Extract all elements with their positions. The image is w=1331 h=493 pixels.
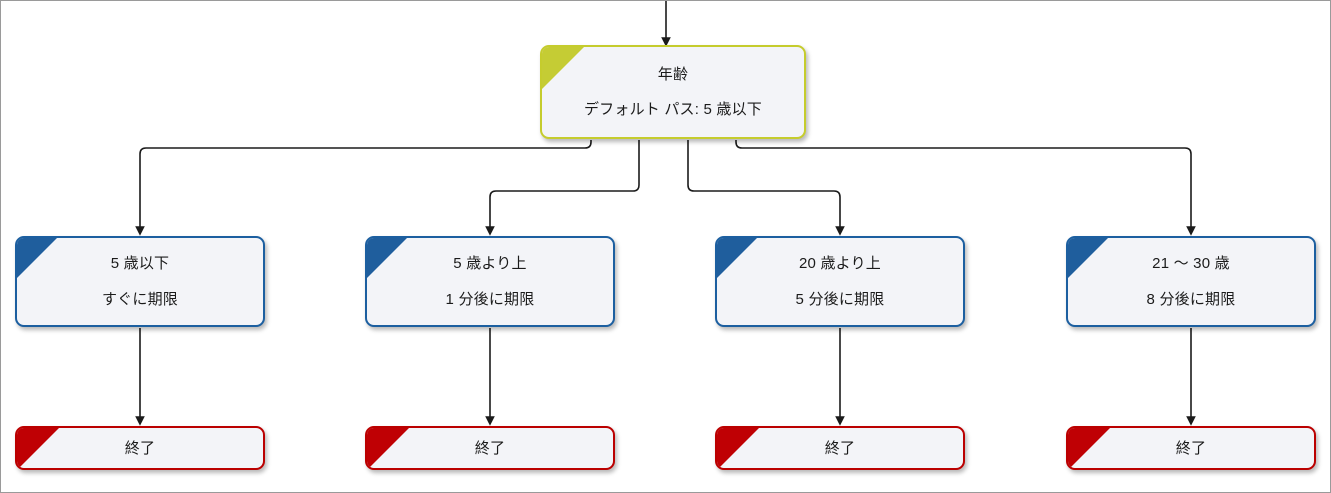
case-node-over-20[interactable]: 20 歳より上 5 分後に期限	[715, 236, 965, 327]
end-node-text: 終了	[717, 439, 963, 458]
end-corner-marker-icon	[1068, 428, 1110, 468]
decision-node-subtitle: デフォルト パス: 5 歳以下	[583, 101, 762, 118]
end-corner-marker-icon	[717, 428, 759, 468]
case-node-21-to-30[interactable]: 21 〜 30 歳 8 分後に期限	[1066, 236, 1316, 327]
case-node-under-5[interactable]: 5 歳以下 すぐに期限	[15, 236, 265, 327]
case-node-subtitle: すぐに期限	[101, 291, 178, 308]
end-node-4[interactable]: 終了	[1066, 426, 1316, 470]
end-node-text: 終了	[17, 439, 263, 458]
end-node-text: 終了	[1068, 439, 1314, 458]
case-node-subtitle: 1 分後に期限	[445, 291, 535, 308]
case-corner-marker-icon	[17, 238, 57, 278]
end-node-2[interactable]: 終了	[365, 426, 615, 470]
decision-node-title: 年齢	[657, 66, 689, 83]
case-node-title: 5 歳以下	[110, 255, 170, 272]
case-corner-marker-icon	[717, 238, 757, 278]
case-node-text: 20 歳より上 5 分後に期限	[717, 254, 963, 309]
edge-decision-to-case-2	[485, 140, 640, 236]
case-node-text: 5 歳より上 1 分後に期限	[367, 254, 613, 309]
case-node-over-5[interactable]: 5 歳より上 1 分後に期限	[365, 236, 615, 327]
case-node-title: 20 歳より上	[799, 255, 881, 272]
decision-corner-marker-icon	[542, 47, 584, 89]
end-node-1[interactable]: 終了	[15, 426, 265, 470]
case-corner-marker-icon	[1068, 238, 1108, 278]
age-decision-node[interactable]: 年齢 デフォルト パス: 5 歳以下	[540, 45, 806, 139]
case-node-text: 5 歳以下 すぐに期限	[17, 254, 263, 309]
end-node-label: 終了	[124, 439, 156, 457]
decision-node-text: 年齢 デフォルト パス: 5 歳以下	[542, 65, 804, 119]
case-node-title: 5 歳より上	[453, 255, 527, 272]
edge-decision-to-case-3	[687, 140, 845, 236]
edge-decision-to-case-4	[735, 140, 1196, 236]
end-node-label: 終了	[824, 439, 856, 457]
end-node-label: 終了	[474, 439, 506, 457]
end-node-text: 終了	[367, 439, 613, 458]
case-node-subtitle: 5 分後に期限	[795, 291, 885, 308]
case-node-text: 21 〜 30 歳 8 分後に期限	[1068, 254, 1314, 309]
end-corner-marker-icon	[367, 428, 409, 468]
case-node-title: 21 〜 30 歳	[1152, 255, 1230, 272]
case-corner-marker-icon	[367, 238, 407, 278]
end-node-3[interactable]: 終了	[715, 426, 965, 470]
end-corner-marker-icon	[17, 428, 59, 468]
edge-decision-to-case-1	[135, 140, 592, 236]
end-node-label: 終了	[1175, 439, 1207, 457]
case-node-subtitle: 8 分後に期限	[1146, 291, 1236, 308]
